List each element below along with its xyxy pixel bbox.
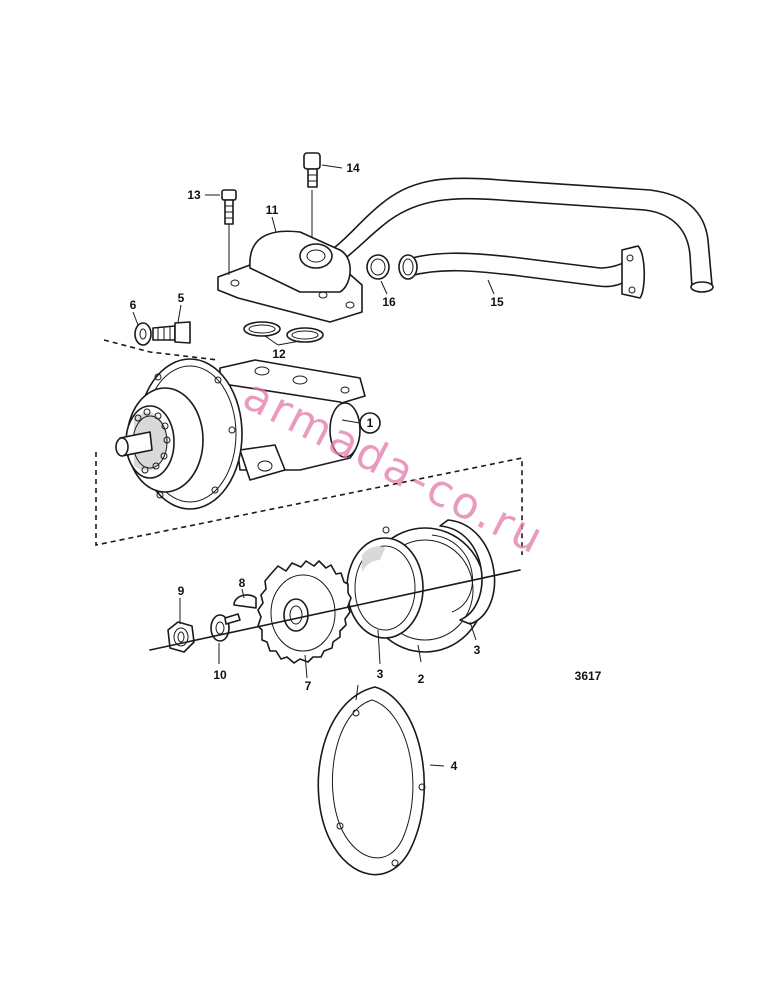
outlet-pipe (309, 177, 714, 299)
callout-10: 10 (213, 668, 227, 682)
lock-washer-10 (210, 613, 241, 642)
callout-5: 5 (178, 291, 185, 305)
callout-16: 16 (382, 295, 396, 309)
callout-3-right: 3 (474, 643, 481, 657)
gear-7 (257, 560, 352, 664)
callout-15: 15 (490, 295, 504, 309)
callout-7: 7 (305, 679, 312, 693)
shaft-axis (149, 569, 521, 651)
callout-12: 12 (272, 347, 286, 361)
callout-13: 13 (187, 188, 201, 202)
callout-2: 2 (418, 672, 425, 686)
screw-13 (221, 189, 237, 275)
leader-lines (132, 164, 495, 767)
seal-ring-16 (366, 254, 390, 280)
elbow-housing (217, 230, 363, 323)
o-rings-12 (243, 321, 324, 343)
callout-4: 4 (451, 759, 458, 773)
assembly-boundary (95, 452, 523, 555)
callout-3-left: 3 (377, 667, 384, 681)
callout-14: 14 (346, 161, 360, 175)
plug-14 (303, 152, 321, 238)
callout-circle-1 (359, 412, 381, 434)
seal-ring-3-right (431, 519, 496, 625)
nut-9 (167, 621, 195, 653)
callout-6: 6 (130, 298, 137, 312)
woodruff-key-8 (233, 594, 257, 609)
callout-9: 9 (178, 584, 185, 598)
callout-1: 1 (367, 416, 374, 430)
gasket-4 (317, 686, 426, 876)
callout-11: 11 (266, 203, 279, 217)
screw-5 (152, 321, 191, 344)
washer-6 (134, 322, 152, 346)
seal-ring-3-left (346, 537, 424, 639)
callout-8: 8 (239, 576, 246, 590)
pump-housing (115, 358, 366, 510)
drawing-number: 3617 (575, 669, 602, 683)
